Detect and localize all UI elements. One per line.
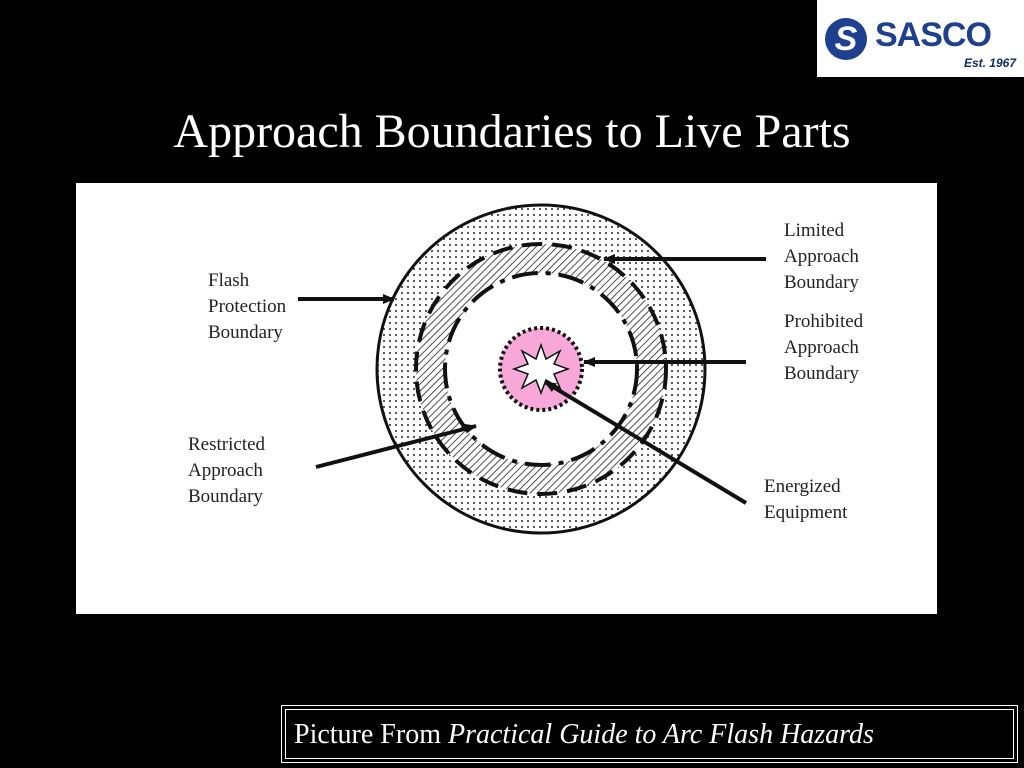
sasco-logo: S SASCO Est. 1967 (817, 0, 1024, 77)
logo-name: SASCO (875, 16, 992, 54)
energized-equipment-label: Energized Equipment (764, 476, 848, 523)
boundary-circles-svg (298, 203, 766, 535)
restricted-approach-boundary (443, 271, 639, 467)
energized-starburst-icon (511, 342, 571, 396)
sasco-s-icon: S (825, 18, 867, 60)
slide-title: Approach Boundaries to Live Parts (173, 105, 851, 158)
logo-established: Est. 1967 (963, 56, 1016, 70)
flash-protection-label: Flash Protection Boundary (208, 270, 287, 343)
prohibited-approach-label: Prohibited Approach Boundary (784, 311, 864, 384)
limited-approach-label: Limited Approach Boundary (784, 220, 859, 293)
caption-prefix: Picture From (294, 719, 448, 750)
restricted-approach-label: Restricted Approach Boundary (188, 434, 266, 507)
limited-approach-boundary (414, 242, 668, 496)
caption-source-title: Practical Guide to Arc Flash Hazards (448, 719, 874, 750)
caption-text: Picture From Practical Guide to Arc Flas… (285, 709, 1014, 759)
restricted-approach-arrow (315, 423, 477, 469)
picture-source-caption: Picture From Practical Guide to Arc Flas… (281, 705, 1018, 763)
energized-equipment-arrow (543, 380, 748, 505)
approach-boundaries-diagram: Flash Protection Boundary Limited Approa… (76, 183, 937, 614)
